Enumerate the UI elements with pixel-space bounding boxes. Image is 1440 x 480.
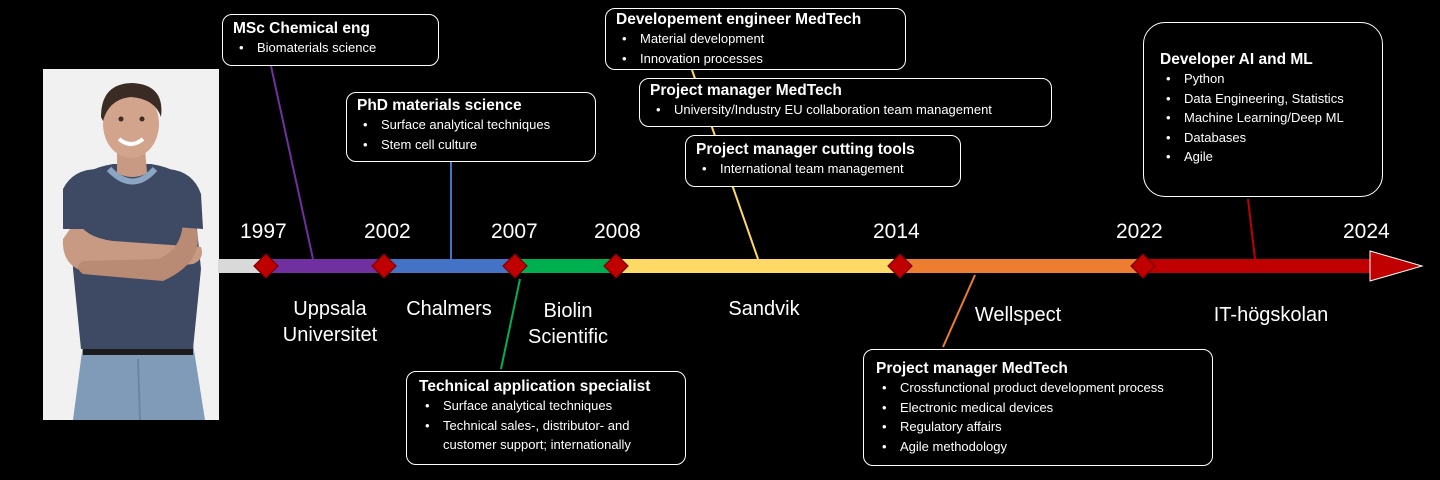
role-item: International team management xyxy=(696,159,950,179)
role-items: Python Data Engineering, Statistics Mach… xyxy=(1160,69,1366,167)
role-item: Material development xyxy=(616,29,895,49)
profile-photo xyxy=(43,69,219,420)
role-item: Crossfunctional product development proc… xyxy=(876,378,1200,398)
role-item: Python xyxy=(1160,69,1366,89)
company-line: Chalmers xyxy=(406,298,492,320)
year-label: 2007 xyxy=(491,220,538,243)
timeline-segment-sandvik xyxy=(616,259,900,273)
connector-uppsala xyxy=(270,65,314,260)
role-title: PhD materials science xyxy=(357,97,522,114)
timeline-segment-wellspect xyxy=(900,259,1143,273)
role-item: Machine Learning/Deep ML xyxy=(1160,108,1366,128)
role-title: MSc Chemical eng xyxy=(233,20,370,37)
role-items: Surface analytical techniques Stem cell … xyxy=(357,115,585,154)
role-box-msc: MSc Chemical eng Biomaterials science xyxy=(222,14,439,66)
company-line: Scientific xyxy=(527,326,609,348)
year-label: 2022 xyxy=(1116,220,1163,243)
company-label-it-hogskolan: IT-högskolan xyxy=(1206,302,1336,328)
role-item: Stem cell culture xyxy=(357,135,585,155)
role-items: Crossfunctional product development proc… xyxy=(876,378,1200,456)
connector-biolin xyxy=(500,278,521,370)
role-box-pm-medtech-eu: Project manager MedTech University/Indus… xyxy=(639,78,1052,127)
role-box-pm-medtech-wellspect: Project manager MedTech Crossfunctional … xyxy=(863,349,1213,466)
role-item: Agile xyxy=(1160,147,1366,167)
role-item: Technical sales-, distributor- and xyxy=(419,416,673,436)
company-line: Uppsala xyxy=(293,298,367,320)
timeline-segment-it-hogskolan xyxy=(1143,259,1371,273)
timeline-segment-start xyxy=(218,259,266,273)
company-line: Sandvik xyxy=(728,298,800,320)
company-line: Wellspect xyxy=(974,304,1062,326)
role-items: Surface analytical techniques Technical … xyxy=(419,396,673,455)
role-box-phd: PhD materials science Surface analytical… xyxy=(346,92,596,162)
role-box-developer-ai-ml: Developer AI and ML Python Data Engineer… xyxy=(1143,22,1383,197)
role-title: Project manager cutting tools xyxy=(696,141,915,158)
role-item-continuation: customer support; internationally xyxy=(443,437,631,452)
company-label-sandvik: Sandvik xyxy=(714,296,814,322)
company-label-chalmers: Chalmers xyxy=(399,296,499,322)
timeline-segment-uppsala xyxy=(266,259,384,273)
role-title: Developement engineer MedTech xyxy=(616,11,862,28)
role-items: Material development Innovation processe… xyxy=(616,29,895,68)
company-label-wellspect: Wellspect xyxy=(963,302,1073,328)
role-item: Surface analytical techniques xyxy=(357,115,585,135)
role-item: Electronic medical devices xyxy=(876,398,1200,418)
role-item: Innovation processes xyxy=(616,49,895,69)
role-item: Data Engineering, Statistics xyxy=(1160,89,1366,109)
timeline-segment-chalmers xyxy=(384,259,515,273)
role-item: University/Industry EU collaboration tea… xyxy=(650,100,1041,120)
role-item: Regulatory affairs xyxy=(876,417,1200,437)
role-title: Project manager MedTech xyxy=(876,360,1068,377)
year-label: 2014 xyxy=(873,220,920,243)
role-items: Biomaterials science xyxy=(233,38,428,58)
company-line: Biolin xyxy=(543,300,593,322)
role-box-pm-cutting-tools: Project manager cutting tools Internatio… xyxy=(685,135,961,187)
role-box-tech-specialist: Technical application specialist Surface… xyxy=(406,371,686,465)
year-label: 1997 xyxy=(240,220,287,243)
year-label: 2008 xyxy=(594,220,641,243)
role-items: University/Industry EU collaboration tea… xyxy=(650,100,1041,120)
role-items: International team management xyxy=(696,159,950,179)
company-line: Universitet xyxy=(282,324,378,346)
role-item: Agile methodology xyxy=(876,437,1200,457)
role-item: Databases xyxy=(1160,128,1366,148)
connector-wellspect xyxy=(942,274,976,348)
company-label-biolin: Biolin Scientific xyxy=(518,298,618,350)
timeline-segment-biolin xyxy=(515,259,616,273)
company-line: IT-högskolan xyxy=(1213,304,1329,326)
role-title: Developer AI and ML xyxy=(1160,51,1313,68)
role-item: Surface analytical techniques xyxy=(419,396,673,416)
connector-it-hogskolan xyxy=(1247,198,1256,260)
year-label: 2024 xyxy=(1343,220,1390,243)
person-illustration xyxy=(43,69,219,420)
role-title: Project manager MedTech xyxy=(650,82,842,99)
role-box-dev-engineer: Developement engineer MedTech Material d… xyxy=(605,8,906,70)
role-title: Technical application specialist xyxy=(419,378,651,395)
year-label: 2002 xyxy=(364,220,411,243)
timeline-arrowhead xyxy=(1369,250,1424,282)
role-item: Biomaterials science xyxy=(233,38,428,58)
company-label-uppsala: Uppsala Universitet xyxy=(274,296,386,348)
